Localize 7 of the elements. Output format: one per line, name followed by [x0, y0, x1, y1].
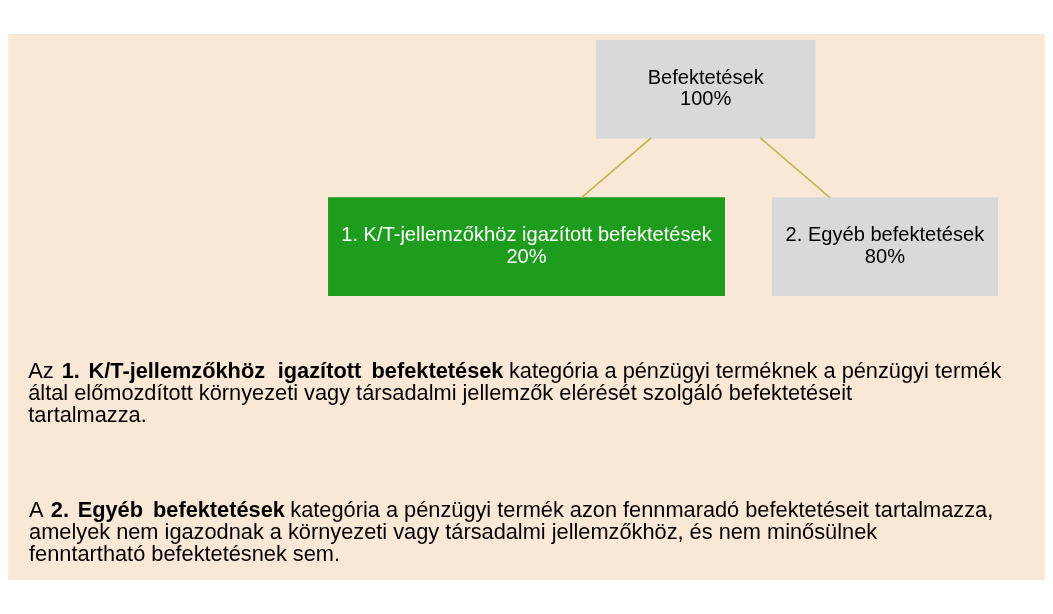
label: Az 1. K/T-jellemzőkhöz igazított befektetések kategória a pénzügyi terméknek a pénzügyi termék által előmozdított környezeti vagy társadalmi jellemzők elérését szolgáló befektetéseit tartalmazza. [28, 358, 1002, 427]
connector [759, 137, 831, 199]
connector [580, 137, 652, 199]
label: A 2. Egyéb befektetések kategória a pénzügyi termék azon fennmaradó befektetéseit tartalmazza, amelyek nem igazodnak a környezeti vagy társadalmi jellemzőkhöz, és nem minősülnek fenntartható befektetésnek sem. [29, 497, 994, 566]
node-box: 2. Egyéb befektetések 80% [771, 197, 998, 297]
node-box: 1. K/T-jellemzőkhöz igazított befektetések 20% [328, 197, 725, 297]
node-box: Befektetések 100% [596, 39, 816, 139]
